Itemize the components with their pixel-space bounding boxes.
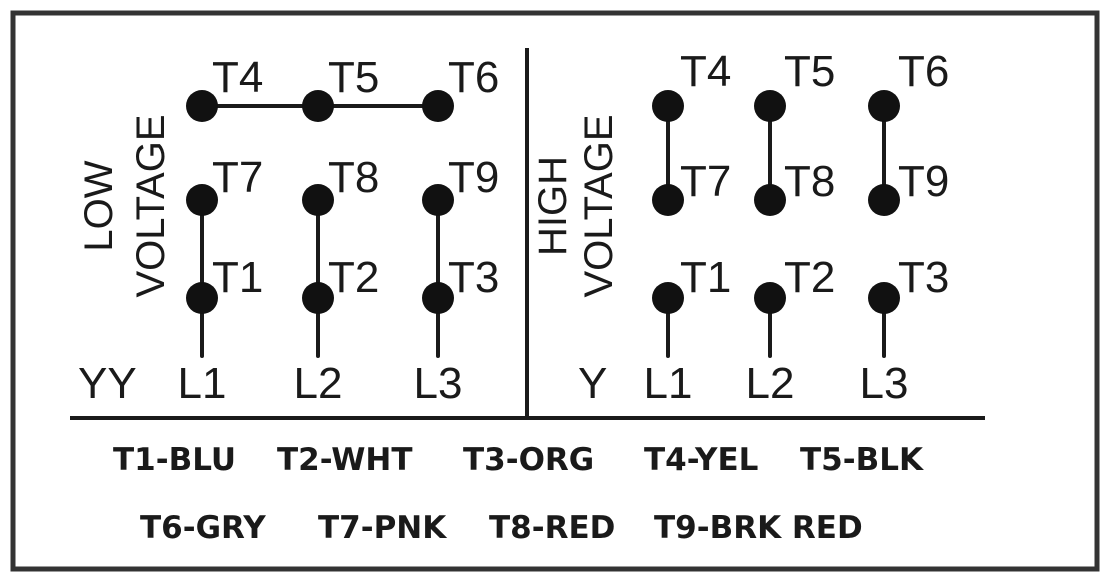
low-line-label: L2 (294, 359, 343, 408)
high-terminal-label: T3 (898, 253, 949, 302)
high-terminal-label: T8 (784, 157, 835, 206)
low-terminal-t8-dot (302, 184, 334, 216)
low-voltage-label-line1: LOW (77, 160, 121, 251)
high-terminal-label: T6 (898, 47, 949, 96)
high-terminal-label: T4 (680, 47, 731, 96)
high-terminal-label: T9 (898, 157, 949, 206)
high-line-label: L1 (644, 359, 693, 408)
color-code-item: T4-YEL (644, 442, 758, 478)
high-voltage-label-line2: VOLTAGE (577, 114, 621, 297)
high-terminal-label: T2 (784, 253, 835, 302)
low-terminal-label: T2 (328, 253, 379, 302)
high-terminal-t3-dot (868, 282, 900, 314)
color-code-item: T9-BRK RED (654, 510, 863, 546)
high-terminal-t8-dot (754, 184, 786, 216)
low-terminal-label: T9 (448, 153, 499, 202)
low-terminal-label: T8 (328, 153, 379, 202)
high-line-label: L2 (746, 359, 795, 408)
low-terminal-t7-dot (186, 184, 218, 216)
low-terminal-label: T7 (212, 153, 263, 202)
high-terminal-t4-dot (652, 90, 684, 122)
low-terminal-label: T3 (448, 253, 499, 302)
high-line-label: L3 (860, 359, 909, 408)
color-code-item: T7-PNK (318, 510, 447, 546)
low-terminal-label: T6 (448, 53, 499, 102)
high-terminal-t2-dot (754, 282, 786, 314)
high-terminal-t9-dot (868, 184, 900, 216)
low-line-label: L3 (414, 359, 463, 408)
low-voltage-label-line2: VOLTAGE (129, 114, 173, 297)
high-terminal-t7-dot (652, 184, 684, 216)
high-connection-label: Y (578, 359, 607, 408)
high-terminal-t1-dot (652, 282, 684, 314)
low-terminal-t1-dot (186, 282, 218, 314)
low-terminal-t5-dot (302, 90, 334, 122)
color-code-item: T2-WHT (277, 442, 412, 478)
low-terminal-t2-dot (302, 282, 334, 314)
low-voltage-diagram: LOW VOLTAGE T4 T5 T6 T7 T8 T9 T1 T2 T3 Y… (77, 53, 499, 408)
high-voltage-diagram: HIGH VOLTAGE T4 T5 T6 T7 T8 T9 T1 T2 T3 … (531, 47, 949, 408)
low-terminal-t4-dot (186, 90, 218, 122)
high-terminal-t5-dot (754, 90, 786, 122)
color-code-item: T6-GRY (140, 510, 266, 546)
low-line-label: L1 (178, 359, 227, 408)
low-terminal-label: T5 (328, 53, 379, 102)
high-terminal-label: T5 (784, 47, 835, 96)
color-code-item: T8-RED (489, 510, 615, 546)
high-terminal-t6-dot (868, 90, 900, 122)
high-terminal-label: T7 (680, 157, 731, 206)
low-terminal-t6-dot (422, 90, 454, 122)
high-voltage-label-line1: HIGH (531, 156, 575, 256)
color-code-item: T3-ORG (463, 442, 594, 478)
low-terminal-t3-dot (422, 282, 454, 314)
color-code-item: T5-BLK (800, 442, 924, 478)
low-terminal-label: T1 (212, 253, 263, 302)
low-terminal-t9-dot (422, 184, 454, 216)
color-code-legend: T1-BLU T2-WHT T3-ORG T4-YEL T5-BLK T6-GR… (113, 442, 924, 546)
color-code-item: T1-BLU (113, 442, 236, 478)
low-terminal-label: T4 (212, 53, 263, 102)
low-connection-label: YY (78, 359, 137, 408)
high-terminal-label: T1 (680, 253, 731, 302)
